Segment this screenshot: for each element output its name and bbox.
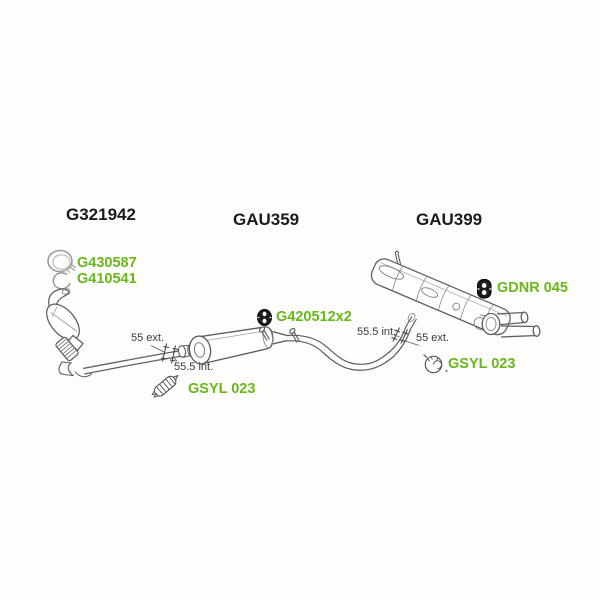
dimension-center-pipe-ext: 55 ext.: [131, 332, 165, 344]
front-section-title: G321942: [66, 205, 136, 224]
center-silencer-drawing: [188, 326, 288, 365]
center-pipe-dimension-ticks: [150, 343, 179, 364]
dimension-center-pipe-int: 55.5 int.: [174, 361, 214, 373]
part-number-center-paste: GSYL 023: [188, 381, 256, 397]
clamp-icon-front-lower: [52, 269, 71, 290]
catalytic-converter-drawing: [46, 288, 182, 378]
rear-pipe-dimension-ticks: [391, 327, 420, 346]
paste-tube-icon-rear: [423, 354, 448, 374]
clamp-icon-front-upper: [47, 249, 77, 273]
part-number-center-hanger: G420512x2: [276, 309, 352, 325]
part-number-front-clamp-lower: G410541: [77, 271, 137, 287]
rubber-hanger-icon-center: [257, 309, 272, 326]
part-number-front-clamp-upper: G430587: [77, 255, 137, 271]
rear-silencer-drawing: [370, 250, 541, 338]
center-section-title: GAU359: [233, 210, 300, 229]
paste-tube-icon-center: [151, 374, 179, 398]
part-number-rear-paste: GSYL 023: [448, 356, 516, 372]
rear-section-title: GAU399: [416, 210, 483, 229]
dimension-rear-pipe-ext: 55 ext.: [416, 332, 450, 344]
connecting-pipe-drawing: [258, 316, 418, 371]
part-number-rear-hanger: GDNR 045: [497, 280, 568, 296]
rubber-hanger-icon-rear: [477, 279, 492, 299]
dimension-rear-pipe-int: 55.5 int.: [357, 326, 397, 338]
